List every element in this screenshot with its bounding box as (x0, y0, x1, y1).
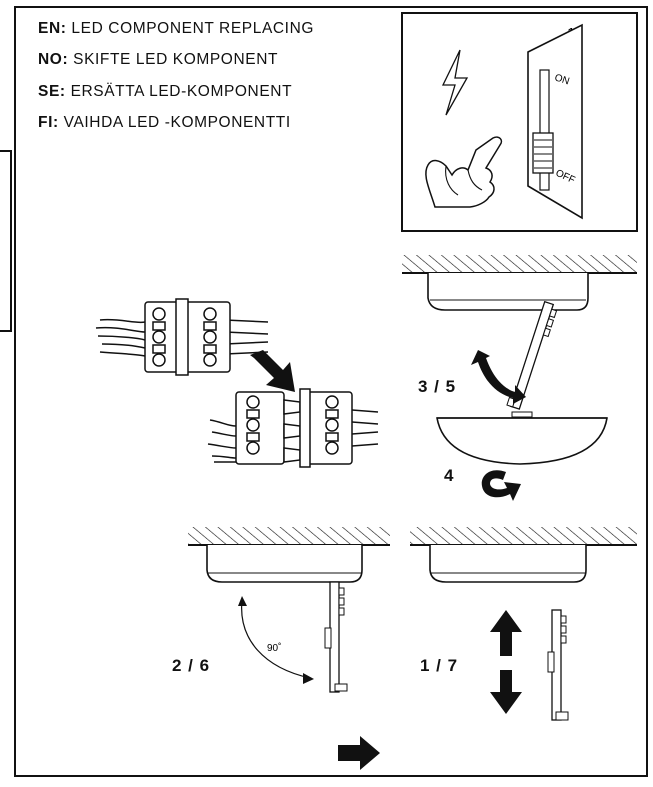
step-label-2-6: 2 / 6 (172, 656, 211, 675)
step-label-3-5: 3 / 5 (418, 377, 457, 396)
page-frame (14, 6, 648, 777)
title-fi: FI: VAIHDA LED -KOMPONENTTI (38, 114, 291, 131)
rotate-arrow-icon (471, 350, 526, 404)
hand-pointing-icon (425, 136, 503, 208)
lightning-icon (441, 49, 469, 116)
switch-panel: 1 ON OFF (401, 12, 638, 232)
wall-switch-icon: ON OFF (527, 23, 583, 220)
connector-block-icon (95, 298, 379, 468)
arrow-right-icon (338, 736, 380, 770)
up-arrow-icon (490, 610, 522, 656)
ceiling-lamp-top (402, 255, 637, 501)
ceiling-lamp-bottom-left: 90˚ (188, 527, 390, 693)
on-label: ON (553, 72, 571, 87)
ceiling-lamp-bottom-right (410, 527, 637, 721)
side-tab (0, 150, 12, 332)
angle-label: 90˚ (267, 642, 281, 654)
led-board-icon (506, 300, 558, 410)
down-arrow-icon (490, 670, 522, 714)
led-board-icon (547, 609, 569, 721)
step-label-1-7: 1 / 7 (420, 656, 459, 675)
title-en: EN: LED COMPONENT REPLACING (38, 20, 315, 37)
title-se: SE: ERSÄTTA LED-KOMPONENT (38, 83, 293, 100)
frame-top-border (14, 0, 647, 8)
led-board-icon (324, 581, 348, 693)
arrow-right-icon (250, 350, 295, 392)
title-no: NO: SKIFTE LED KOMPONENT (38, 51, 279, 68)
step-label-4: 4 (444, 466, 455, 485)
rotate-arrow-icon (481, 470, 521, 501)
